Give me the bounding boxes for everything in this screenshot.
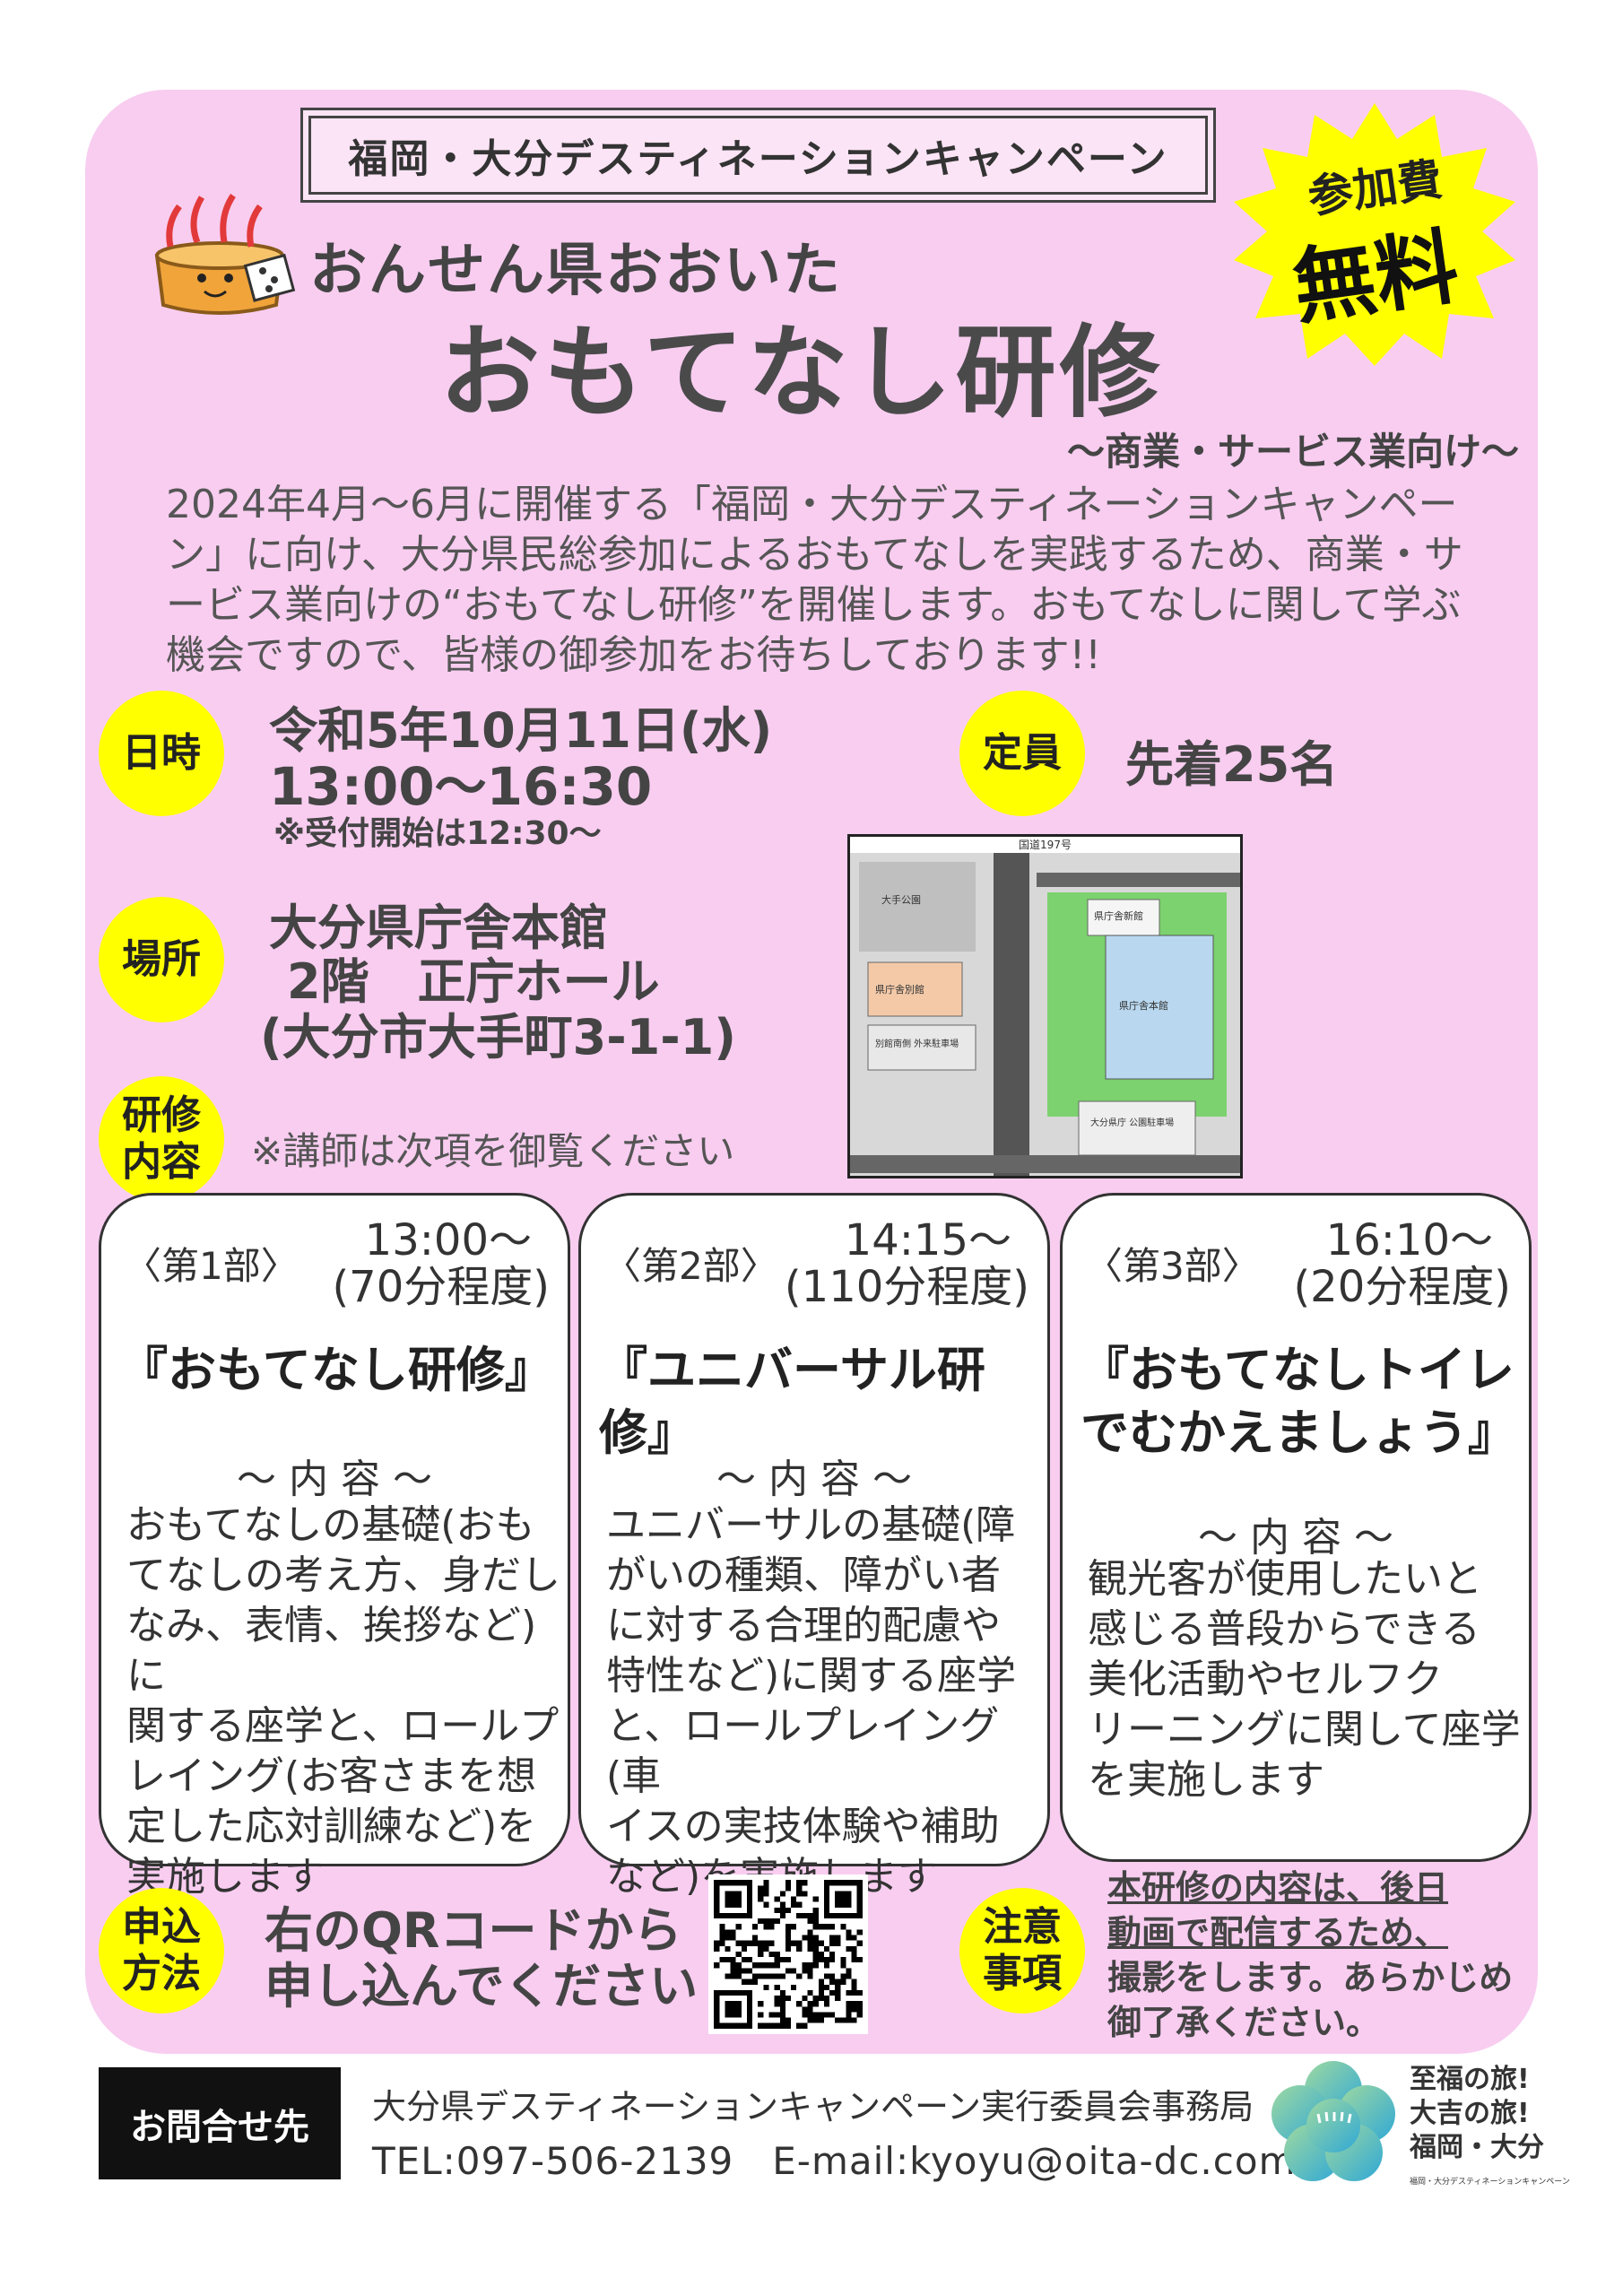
map-label-annex: 県庁舎別館 — [875, 984, 924, 996]
notice-text: 本研修の内容は、後日 動画で配信するため、 撮影をします。あらかじめ 御了承くだ… — [1107, 1866, 1513, 2045]
title-line: 『おもてなしトイレ — [1081, 1342, 1515, 1398]
session-title: 『おもてなしトイレ でむかえましょう』 — [1081, 1339, 1516, 1465]
body-line: 関する座学と、ロールプ — [126, 1703, 560, 1749]
date-label: 日時 — [99, 691, 224, 816]
contact-label: お問合せ先 — [99, 2067, 341, 2179]
body-line: 美化活動やセルフク — [1088, 1657, 1443, 1702]
body-line: イスの実技体験や補助 — [606, 1804, 1000, 1849]
slogan-line: 大吉の旅! — [1410, 2098, 1530, 2129]
session-duration: (70分程度) — [332, 1262, 550, 1312]
qr-code[interactable] — [708, 1874, 868, 2034]
session-time: 13:00～ — [364, 1215, 532, 1265]
session-part: 〈第2部〉 — [603, 1244, 778, 1288]
session-part: 〈第1部〉 — [124, 1244, 299, 1288]
notice-label: 注意 事項 — [959, 1888, 1085, 2013]
session-box-2: 〈第2部〉 14:15～ (110分程度) 『ユニバーサル研修』 ～ 内 容 ～… — [578, 1193, 1050, 1900]
notice-label-line1: 注意 — [983, 1904, 1062, 1950]
session-title: 『ユニバーサル研修』 — [599, 1342, 985, 1461]
slogan-small: 福岡・大分デスティネーションキャンペーン — [1410, 2178, 1570, 2187]
free-badge: 参加費 無料 — [1227, 99, 1523, 368]
plum-flower-logo — [1264, 2058, 1403, 2193]
notice-line: 撮影をします。あらかじめ — [1107, 1958, 1514, 1997]
page-title: おもてなし研修 — [439, 315, 1164, 431]
body-line: 特性など)に関する座学 — [606, 1653, 1017, 1699]
map-label-park-parking: 大分県庁 公園駐車場 — [1090, 1118, 1175, 1128]
session-content-heading: ～ 内 容 ～ — [1198, 1515, 1393, 1561]
capacity-label: 定員 — [959, 691, 1085, 816]
body-line: と、ロールプレイング(車 — [606, 1703, 1000, 1799]
session-content-heading: ～ 内 容 ～ — [237, 1457, 432, 1502]
body-line: てなしの考え方、身だし — [126, 1552, 560, 1598]
notice-line: 動画で配信するため、 — [1107, 1913, 1449, 1952]
map-label-new-building: 県庁舎新館 — [1094, 910, 1143, 922]
venue-map: 国道197号 大手公園 県庁舎新館 県庁舎別館 県庁舎本館 別館南側 外来駐車場… — [847, 834, 1243, 1178]
session-time: 14:15～ — [844, 1215, 1011, 1265]
subtitle: おんせん県おおいた — [309, 238, 842, 304]
map-label-park: 大手公園 — [881, 894, 921, 906]
starburst-icon — [1234, 103, 1515, 366]
session-body: おもてなしの基礎(おも てなしの考え方、身だし なみ、表情、挨拶など)に 関する… — [126, 1500, 568, 1902]
session-box-3: 〈第3部〉 16:10～ (20分程度) 『おもてなしトイレ でむかえましょう』… — [1060, 1193, 1532, 1862]
capacity-value: 先着25名 — [1125, 736, 1339, 793]
session-box-1: 〈第1部〉 13:00～ (70分程度) 『おもてなし研修』 ～ 内 容 ～ お… — [99, 1193, 570, 1900]
intro-text: 2024年4月～6月に開催する「福岡・大分デスティネーションキャンペーン」に向け… — [166, 482, 1463, 678]
body-line: おもてなしの基礎(おも — [126, 1502, 535, 1548]
body-line: 定した応対訓練など)を — [126, 1804, 537, 1849]
apply-label-line1: 申込 — [122, 1904, 201, 1950]
content-label-line2: 内容 — [122, 1139, 201, 1185]
lecturer-note: ※講師は次項を御覧ください — [251, 1129, 735, 1173]
date-line1: 令和5年10月11日(水) — [269, 702, 773, 759]
campaign-slogan: 至福の旅! 大吉の旅! 福岡・大分 福岡・大分デスティネーションキャンペーン — [1410, 2063, 1570, 2199]
venue-line2: 2階 正庁ホール — [287, 953, 660, 1010]
apply-label-line2: 方法 — [122, 1951, 201, 1996]
slogan-line: 福岡・大分 — [1410, 2132, 1544, 2163]
map-label-main-building: 県庁舎本館 — [1119, 1000, 1168, 1012]
contact-organization: 大分県デスティネーションキャンペーン実行委員会事務局 — [372, 2087, 1254, 2126]
map-label-parking: 別館南側 外来駐車場 — [875, 1039, 959, 1049]
session-time: 16:10～ — [1325, 1215, 1493, 1265]
slogan-line: 至福の旅! — [1410, 2064, 1530, 2095]
notice-label-line2: 事項 — [983, 1951, 1062, 1996]
venue-line1: 大分県庁舎本館 — [269, 900, 608, 956]
target-audience: ～商業・サービス業向け～ — [1067, 430, 1520, 474]
session-duration: (110分程度) — [784, 1262, 1029, 1312]
notice-line: 本研修の内容は、後日 — [1107, 1868, 1449, 1908]
title-line: でむかえましょう』 — [1081, 1405, 1516, 1461]
session-body: ユニバーサルの基礎(障 がいの種類、障がい者 に対する合理的配慮や 特性など)に… — [606, 1500, 1047, 1902]
date-line2: 13:00～16:30 — [269, 756, 653, 817]
session-part: 〈第3部〉 — [1085, 1244, 1260, 1288]
session-body: 観光客が使用したいと 感じる普段からできる 美化活動やセルフク リーニングに関し… — [1088, 1554, 1521, 1805]
apply-label: 申込 方法 — [99, 1888, 224, 2013]
body-line: リーニングに関して座学 — [1088, 1707, 1521, 1752]
apply-line1: 右のQRコードから — [265, 1902, 682, 1959]
content-label-line1: 研修 — [122, 1092, 201, 1138]
notice-line: 御了承ください。 — [1107, 2003, 1381, 2042]
campaign-title: 福岡・大分デスティネーションキャンペーン — [300, 108, 1216, 203]
session-duration: (20分程度) — [1293, 1262, 1511, 1312]
body-line: レイング(お客さまを想 — [126, 1753, 537, 1799]
body-line: を実施します — [1088, 1757, 1324, 1803]
content-label: 研修 内容 — [99, 1076, 224, 1202]
contact-details[interactable]: TEL:097-506-2139 E-mail:kyoyu@oita-dc.co… — [372, 2139, 1297, 2183]
venue-label: 場所 — [99, 897, 224, 1022]
map-road-label: 国道197号 — [1019, 839, 1072, 851]
body-line: に対する合理的配慮や — [606, 1603, 1001, 1648]
session-title: 『おもてなし研修』 — [119, 1342, 553, 1398]
date-note: ※受付開始は12:30～ — [273, 815, 602, 852]
body-line: 感じる普段からできる — [1088, 1606, 1480, 1652]
body-line: なみ、表情、挨拶など)に — [126, 1603, 537, 1699]
apply-line2: 申し込んでください — [265, 1958, 699, 2014]
body-line: ユニバーサルの基礎(障 — [606, 1502, 1016, 1548]
body-line: がいの種類、障がい者 — [606, 1552, 1001, 1598]
onsen-mascot-logo — [135, 170, 305, 323]
session-content-heading: ～ 内 容 ～ — [716, 1457, 912, 1502]
body-line: 観光客が使用したいと — [1088, 1556, 1482, 1602]
venue-line3: (大分市大手町3-1-1) — [260, 1009, 736, 1065]
